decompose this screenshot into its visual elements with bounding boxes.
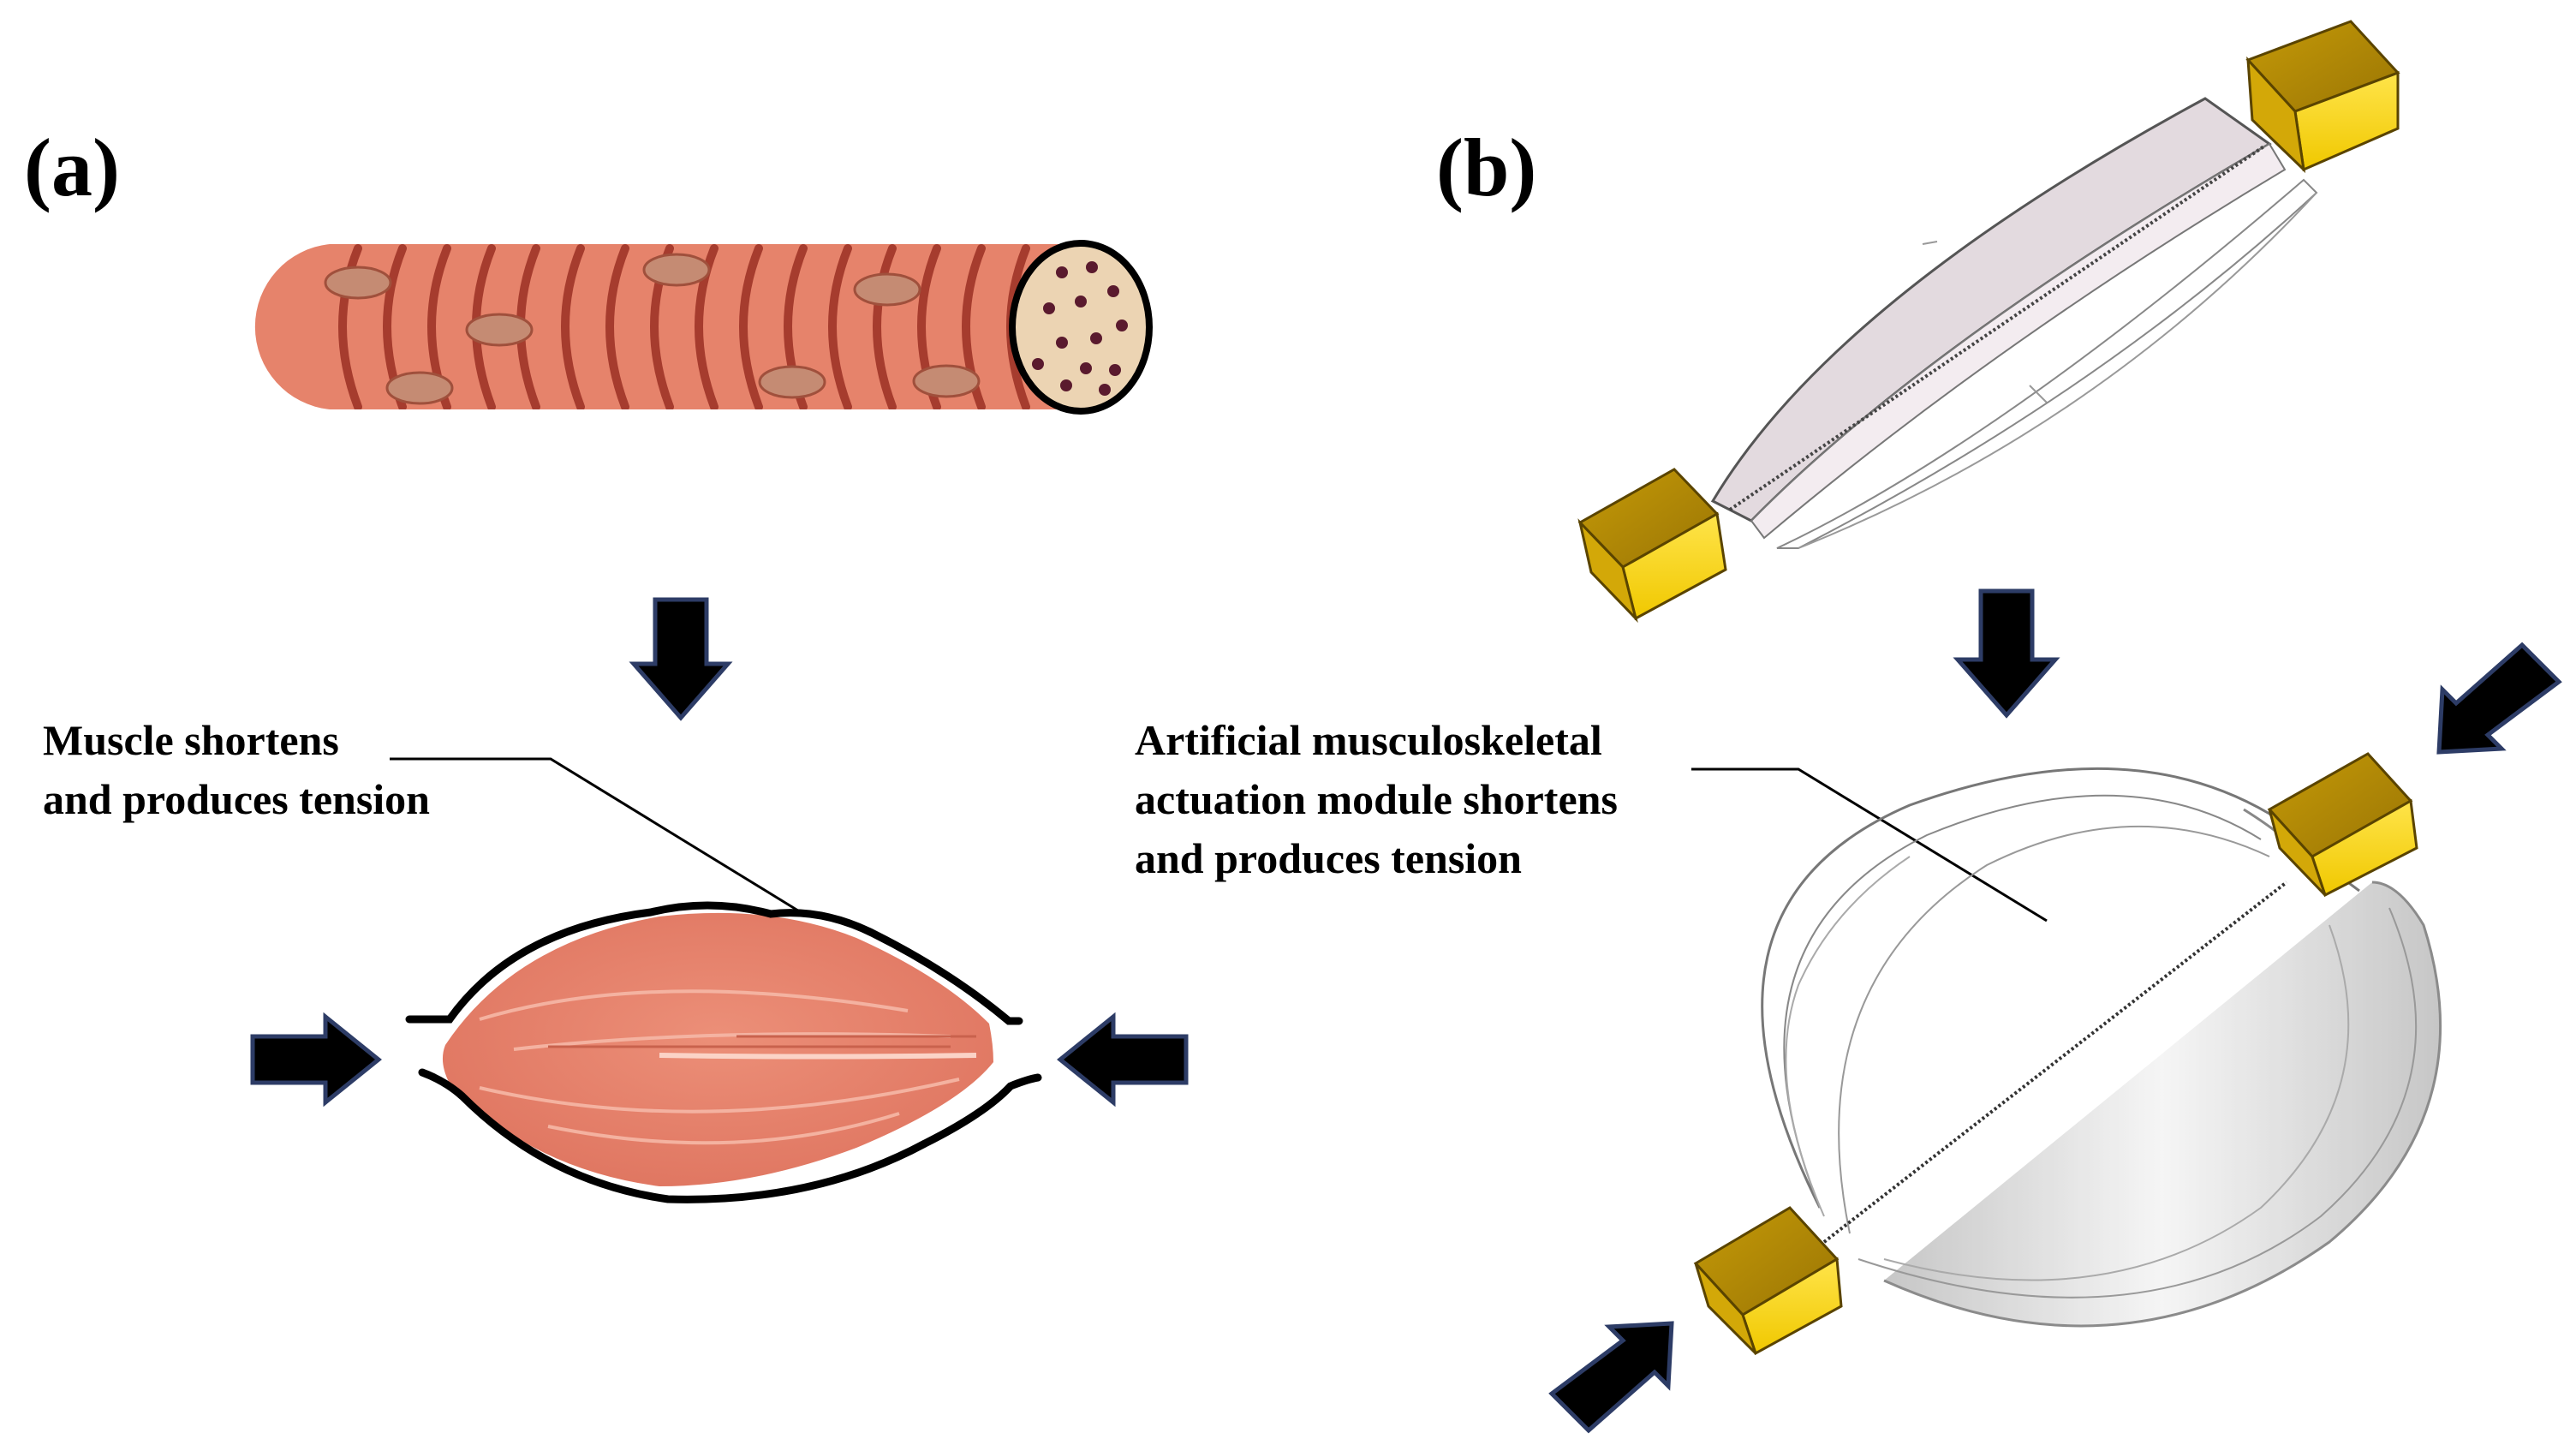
actuator-module-contracted (1761, 767, 2442, 1328)
diagonal-arrow-icon (1548, 1321, 1674, 1434)
endcap-top-right (2245, 20, 2400, 174)
endcap-top-left (1577, 468, 1727, 624)
muscle-nuclei (324, 253, 981, 405)
endcap-bottom-left (1693, 1206, 1843, 1356)
annotation-muscle: Muscle shortens and produces tension (43, 711, 430, 829)
left-arrow-icon (1057, 1012, 1189, 1108)
leader-line-muscle (390, 757, 802, 914)
cross-section-end (1009, 240, 1153, 415)
leader-line-actuator (1691, 767, 2048, 923)
muscle-belly (405, 901, 1042, 1203)
annotation-actuator: Artificial musculoskeletal actuation mod… (1135, 711, 1618, 888)
annotation-actuator-line-3: and produces tension (1135, 834, 1522, 882)
annotation-muscle-line-1: Muscle shortens (43, 716, 339, 764)
annotation-actuator-line-2: actuation module shortens (1135, 775, 1618, 823)
muscle-fiber-cylinder (254, 240, 1153, 415)
endcap-bottom-right (2267, 752, 2418, 898)
panel-label-a: (a) (24, 122, 120, 213)
annotation-muscle-line-2: and produces tension (43, 775, 430, 823)
right-arrow-icon (250, 1012, 382, 1108)
down-arrow-icon (1953, 588, 2060, 719)
panel-label-b: (b) (1436, 122, 1537, 213)
down-arrow-icon (629, 597, 733, 721)
actuator-module-extended (1710, 97, 2318, 549)
diagonal-arrow-icon (2436, 642, 2562, 755)
annotation-actuator-line-1: Artificial musculoskeletal (1135, 716, 1602, 764)
